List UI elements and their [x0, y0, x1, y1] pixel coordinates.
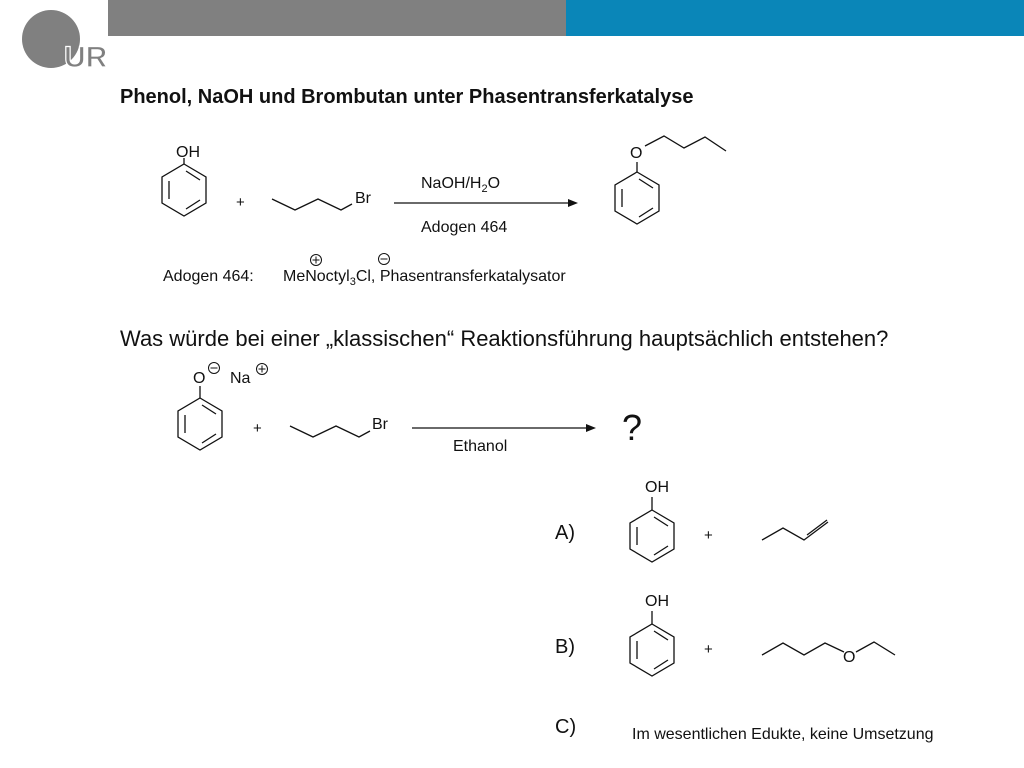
arrow-head-1	[568, 199, 578, 207]
option-b-ether-structure	[761, 641, 896, 656]
bromobutane-chain-1	[271, 198, 353, 211]
reaction1-conditions-top: NaOH/H2O	[421, 175, 500, 195]
reaction2-product-question: ?	[622, 407, 642, 448]
butyl-phenyl-ether-structure	[614, 135, 727, 225]
header-bar-gray	[108, 0, 566, 36]
reaction1-plus: +	[236, 194, 245, 211]
bromobutane-chain-2	[289, 425, 371, 438]
reactant2-br-label: Br	[355, 190, 372, 207]
reaction2-conditions-bottom: Ethanol	[453, 438, 507, 455]
adogen-label: Adogen 464:	[163, 268, 254, 285]
option-b-phenol-structure	[629, 611, 675, 677]
adogen-formula: MeNoctyl3Cl, Phasentransferkatalysator	[283, 268, 566, 288]
logo-circle	[22, 10, 80, 68]
reactant1-oh-label: OH	[176, 144, 200, 161]
question-text: Was würde bei einer „klassischen“ Reakti…	[120, 326, 889, 351]
logo-text: UR	[64, 41, 108, 72]
option-b-plus: +	[704, 641, 713, 658]
reactant2b-br-label: Br	[372, 416, 389, 433]
phenoxide-minus-charge-icon	[208, 362, 220, 374]
header-bar-blue	[566, 0, 1024, 36]
option-c-text: Im wesentlichen Edukte, keine Umsetzung	[632, 726, 934, 743]
option-b-label[interactable]: B)	[555, 636, 575, 658]
slide-title: Phenol, NaOH und Brombutan unter Phasent…	[120, 86, 694, 108]
option-b-oxygen-label: O	[843, 649, 855, 666]
option-a-phenol-structure	[629, 497, 675, 563]
reaction2-plus: +	[253, 420, 262, 437]
university-logo: UR	[22, 10, 108, 72]
sodium-plus-charge-icon	[256, 363, 268, 375]
minus-charge-icon	[378, 253, 390, 265]
option-b-oh-label: OH	[645, 593, 669, 610]
arrow-head-2	[586, 424, 596, 432]
option-c-label[interactable]: C)	[555, 716, 577, 738]
phenoxide-structure	[177, 386, 223, 451]
option-a-label[interactable]: A)	[555, 522, 575, 544]
sodium-label: Na	[230, 370, 251, 387]
plus-charge-icon	[310, 254, 322, 266]
phenoxide-oxygen-label: O	[193, 370, 205, 387]
option-a-oh-label: OH	[645, 479, 669, 496]
option-a-plus: +	[704, 527, 713, 544]
option-a-butene-structure	[761, 519, 829, 541]
reaction1-conditions-bottom: Adogen 464	[421, 219, 507, 236]
phenol-structure-1	[161, 158, 207, 217]
product-oxygen-label: O	[630, 145, 642, 162]
